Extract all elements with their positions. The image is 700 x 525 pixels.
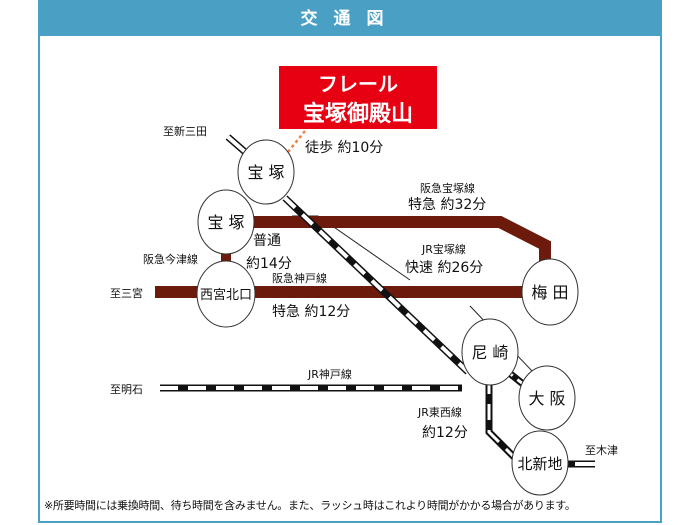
station-osaka[interactable]: 大 阪	[518, 365, 576, 431]
diagram-frame	[38, 0, 662, 523]
hankyu-kobe-time: 特急 約12分	[272, 304, 350, 320]
direction-shinsanda: 至新三田	[163, 124, 207, 138]
jr-tozai-time: 約12分	[422, 425, 468, 441]
station-umeda[interactable]: 梅 田	[521, 258, 579, 326]
walk-path	[287, 130, 306, 153]
jr-takarazuka-line-name: JR宝塚線	[421, 242, 466, 256]
svg-text:宝 塚: 宝 塚	[207, 213, 244, 232]
svg-text:尼 崎: 尼 崎	[471, 343, 508, 362]
property-box	[279, 66, 437, 129]
svg-text:西宮北口: 西宮北口	[200, 287, 252, 303]
station-kitashinchi[interactable]: 北新地	[511, 430, 569, 496]
hankyu-takarazuka-line-name: 阪急宝塚線	[420, 181, 475, 195]
station-hankyu-takarazuka[interactable]: 宝 塚	[197, 189, 255, 255]
property-name-1: フレール	[318, 72, 398, 96]
direction-kizu: 至木津	[585, 444, 618, 457]
svg-text:梅 田: 梅 田	[531, 283, 568, 302]
hankyu-kobe-line-name: 阪急神戸線	[272, 271, 327, 285]
direction-akashi: 至明石	[110, 383, 143, 396]
jr-kobe-line-name: JR神戸線	[307, 367, 352, 381]
page-title: 交通図	[38, 0, 662, 36]
station-jr-takarazuka[interactable]: 宝 塚	[237, 139, 295, 205]
property-name-2: 宝塚御殿山	[303, 101, 413, 127]
jr-tozai-line-name: JR東西線	[417, 405, 462, 419]
imazu-time-type: 普通	[253, 233, 281, 249]
imazu-time: 約14分	[246, 256, 292, 272]
svg-text:北新地: 北新地	[517, 455, 562, 473]
station-nishinomiya-kitaguchi[interactable]: 西宮北口	[196, 260, 256, 328]
hankyu-takarazuka-time: 特急 約32分	[408, 197, 486, 213]
imazu-line-name: 阪急今津線	[143, 252, 198, 266]
hankyu-takarazuka-line	[250, 216, 551, 272]
footnote: ※所要時間には乗換時間、待ち時間を含みません。また、ラッシュ時はこれより時間がか…	[44, 499, 576, 512]
direction-sannomiya: 至三宮	[110, 286, 143, 300]
station-amagasaki[interactable]: 尼 崎	[461, 318, 519, 386]
walk-time: 徒歩 約10分	[305, 140, 383, 156]
svg-text:大 阪: 大 阪	[528, 389, 565, 408]
jr-takarazuka-time: 快速 約26分	[405, 260, 483, 276]
svg-text:宝 塚: 宝 塚	[247, 163, 284, 182]
